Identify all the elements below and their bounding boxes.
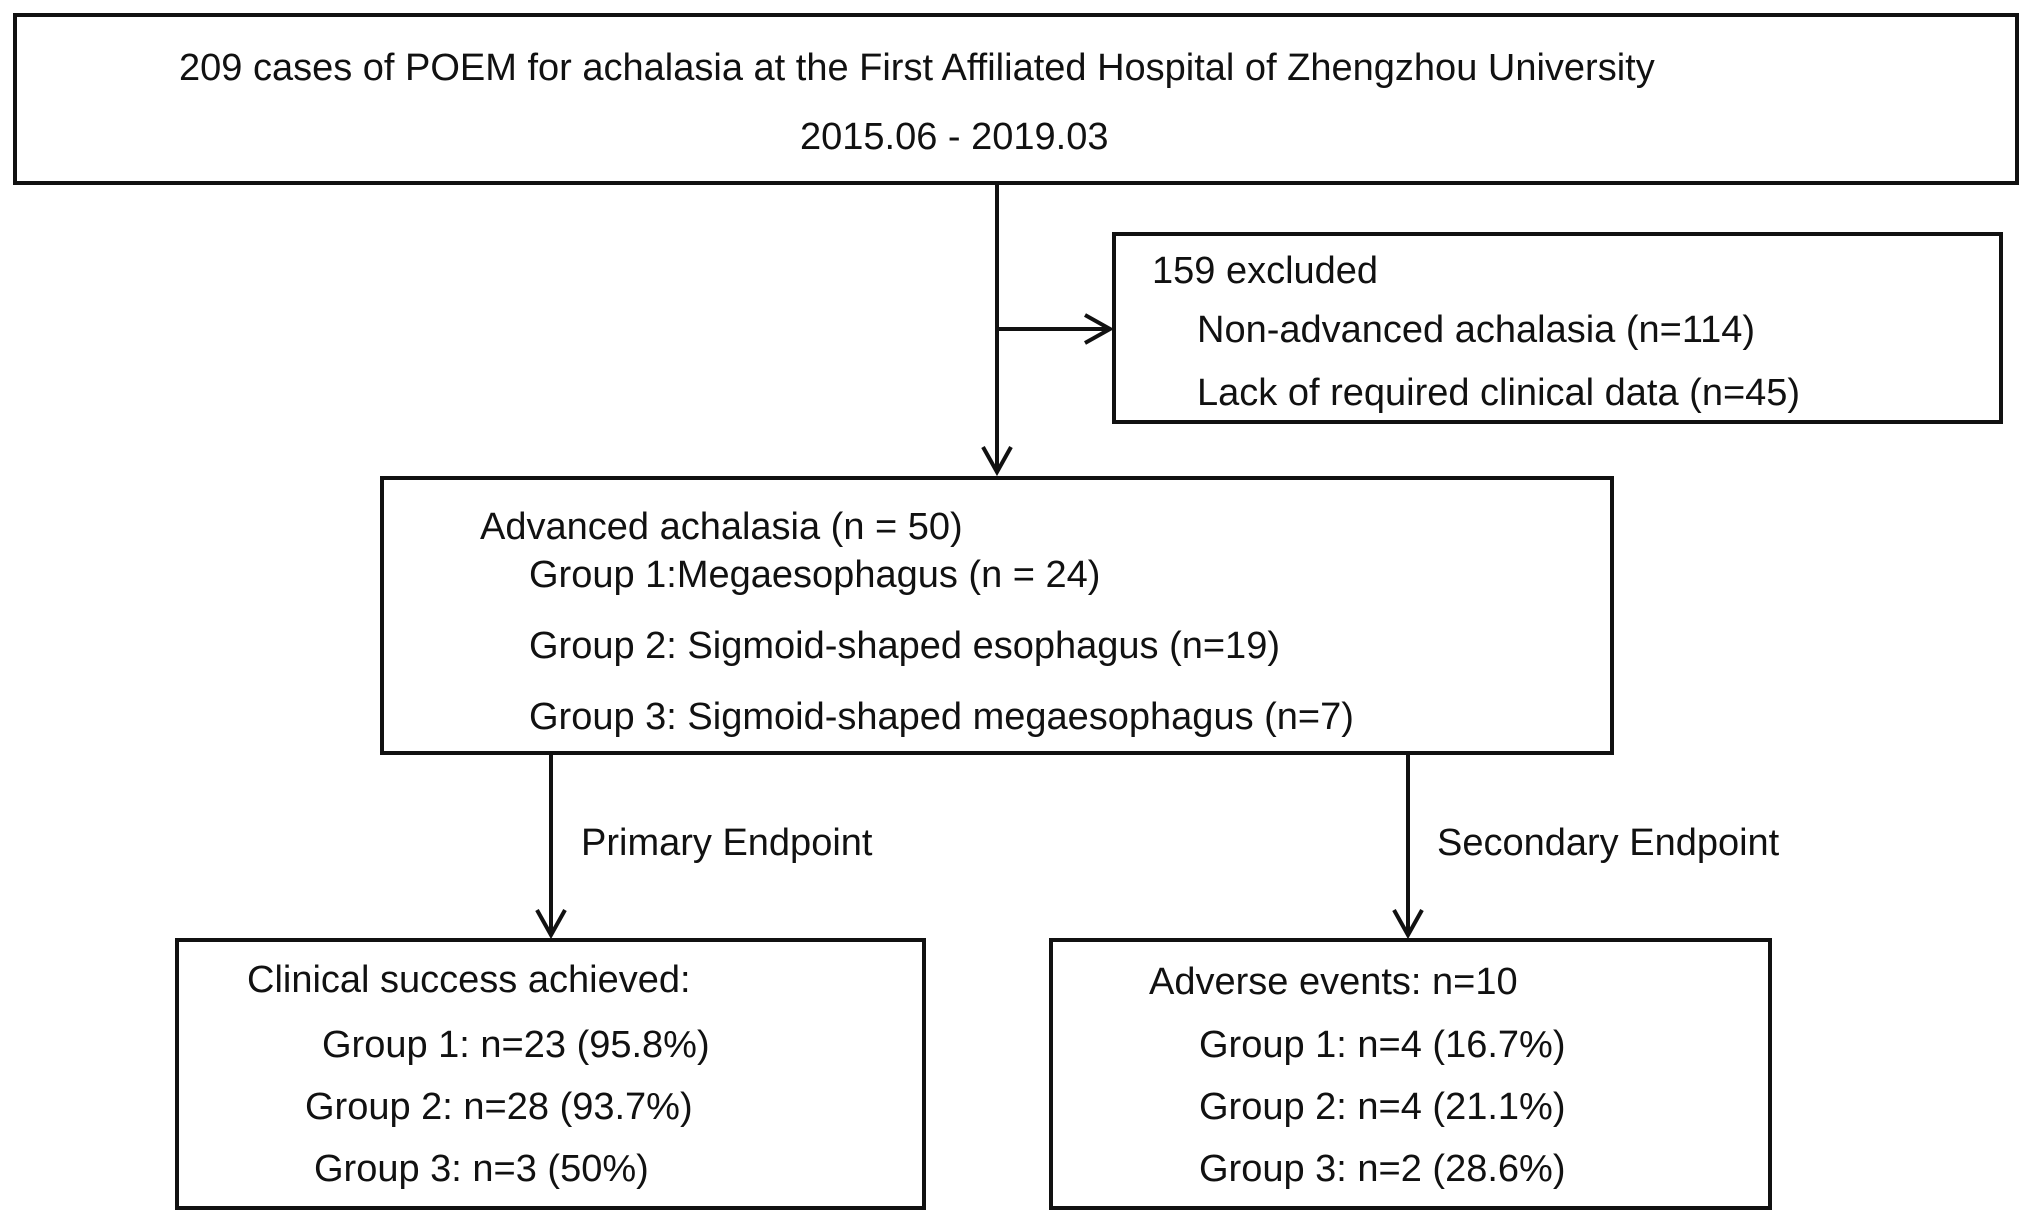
adverse-group-2: Group 2: n=4 (21.1%): [1199, 1086, 1566, 1128]
cohort-box: [13, 13, 2019, 185]
advanced-heading: Advanced achalasia (n = 50): [480, 506, 963, 548]
adverse-heading: Adverse events: n=10: [1149, 961, 1518, 1003]
success-heading: Clinical success achieved:: [247, 959, 691, 1001]
secondary-endpoint-label: Secondary Endpoint: [1437, 822, 1780, 864]
success-group-1: Group 1: n=23 (95.8%): [322, 1024, 710, 1066]
success-group-2: Group 2: n=28 (93.7%): [305, 1086, 693, 1128]
cohort-title: 209 cases of POEM for achalasia at the F…: [179, 47, 1655, 89]
excluded-item-lack-data: Lack of required clinical data (n=45): [1197, 372, 1801, 414]
advanced-achalasia-box: [380, 476, 1614, 755]
arrowhead-down-adverse: [1392, 909, 1424, 940]
arrowhead-right-excluded: [1084, 313, 1115, 345]
adverse-group-1: Group 1: n=4 (16.7%): [1199, 1024, 1566, 1066]
arrowhead-down-advanced: [981, 446, 1013, 477]
cohort-date-range: 2015.06 - 2019.03: [800, 116, 1109, 158]
primary-endpoint-label: Primary Endpoint: [581, 822, 873, 864]
advanced-group-2: Group 2: Sigmoid-shaped esophagus (n=19): [529, 625, 1280, 667]
adverse-events-box: [1049, 938, 1772, 1210]
clinical-success-box: [175, 938, 926, 1210]
excluded-box: [1112, 232, 2003, 424]
advanced-group-1: Group 1:Megaesophagus (n = 24): [529, 554, 1101, 596]
excluded-item-non-advanced: Non-advanced achalasia (n=114): [1197, 309, 1756, 351]
advanced-group-3: Group 3: Sigmoid-shaped megaesophagus (n…: [529, 696, 1354, 738]
adverse-group-3: Group 3: n=2 (28.6%): [1199, 1148, 1566, 1190]
excluded-heading: 159 excluded: [1152, 250, 1379, 292]
arrowhead-down-success: [535, 909, 567, 940]
success-group-3: Group 3: n=3 (50%): [314, 1148, 649, 1190]
